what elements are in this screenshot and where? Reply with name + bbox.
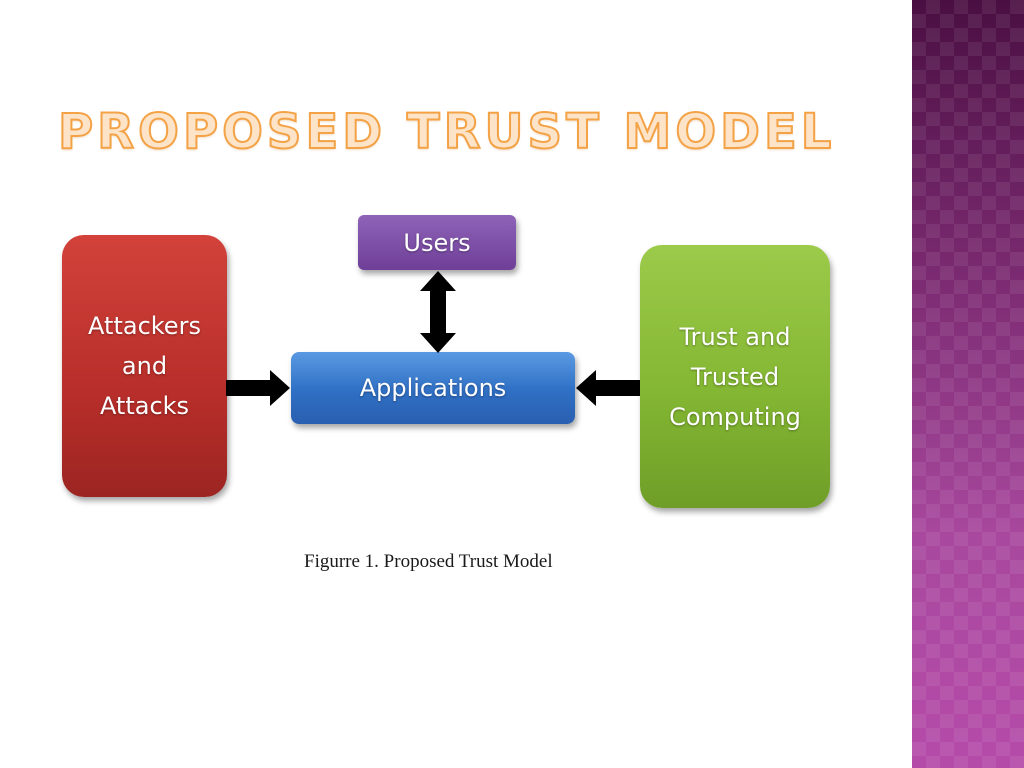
decorative-side-band bbox=[912, 0, 1024, 768]
attackers-label-line: and bbox=[121, 352, 168, 380]
applications-label: Applications bbox=[359, 374, 507, 402]
applications-node: Applications bbox=[291, 352, 575, 424]
slide-title: Proposed Trust Model bbox=[57, 103, 836, 161]
trust-computing-label: Trust and Trusted Computing bbox=[669, 317, 801, 437]
trust-label-line: Trust and bbox=[679, 322, 791, 351]
arrow-users-applications-bidirectional bbox=[420, 271, 456, 353]
attackers-label-line: Attacks bbox=[99, 392, 190, 420]
trust-label-line: Trusted bbox=[690, 362, 780, 391]
attackers-label-line: Attackers bbox=[88, 312, 201, 340]
arrow-trust-to-applications bbox=[576, 370, 640, 406]
attackers-label: Attackers and Attacks bbox=[88, 306, 201, 426]
users-label: Users bbox=[403, 228, 471, 257]
attackers-node: Attackers and Attacks bbox=[62, 235, 227, 497]
figure-caption: Figurre 1. Proposed Trust Model bbox=[304, 551, 553, 572]
trust-label-line: Computing bbox=[669, 402, 801, 431]
users-node: Users bbox=[358, 215, 516, 270]
arrow-attackers-to-applications bbox=[226, 370, 290, 406]
trust-computing-node: Trust and Trusted Computing bbox=[640, 245, 830, 508]
